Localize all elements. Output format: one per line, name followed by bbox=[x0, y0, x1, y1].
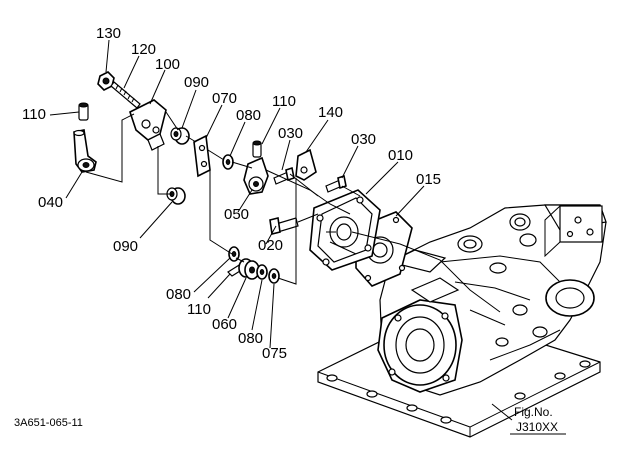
plate-070 bbox=[193, 134, 211, 178]
label-080-lower-right: 080 bbox=[238, 330, 263, 347]
bushing-090-lower bbox=[166, 187, 186, 205]
label-110-top: 110 bbox=[272, 93, 296, 110]
label-120: 120 bbox=[131, 41, 156, 58]
lever-040 bbox=[73, 129, 97, 173]
pin-110-middle bbox=[252, 140, 262, 158]
label-030-right: 030 bbox=[351, 131, 376, 148]
transmission-housing bbox=[317, 204, 607, 438]
drawing-code: 3A651-065-11 bbox=[14, 417, 83, 429]
label-080-lower-left: 080 bbox=[166, 286, 191, 303]
washer-075 bbox=[268, 268, 280, 284]
link-140 bbox=[295, 148, 317, 181]
label-040: 040 bbox=[38, 194, 63, 211]
bracket-100 bbox=[129, 99, 167, 151]
leader-lines bbox=[49, 39, 513, 421]
pin-110-left bbox=[78, 102, 89, 121]
part-labels: 130 120 100 090 070 110 110 080 140 030 … bbox=[22, 25, 441, 362]
bolt-020 bbox=[269, 217, 299, 235]
label-030-left: 030 bbox=[278, 125, 303, 142]
washer-080-upper bbox=[222, 154, 234, 170]
arm-050 bbox=[243, 156, 269, 195]
washer-080-lower-left bbox=[228, 246, 240, 262]
label-090-lower: 090 bbox=[113, 238, 138, 255]
figure-label: Fig.No. bbox=[514, 405, 553, 419]
figure-reference: Fig.No. J310XX bbox=[510, 405, 566, 435]
label-100: 100 bbox=[155, 56, 180, 73]
nut-130 bbox=[97, 71, 115, 91]
assembly-lines bbox=[85, 111, 501, 313]
label-020: 020 bbox=[258, 237, 283, 254]
roller-060 bbox=[238, 258, 260, 280]
label-060: 060 bbox=[212, 316, 237, 333]
figure-number: J310XX bbox=[516, 420, 558, 434]
cover-010 bbox=[309, 189, 381, 271]
label-090-upper: 090 bbox=[184, 74, 209, 91]
label-140: 140 bbox=[318, 104, 343, 121]
label-080-upper: 080 bbox=[236, 107, 261, 124]
bolt-030-b bbox=[325, 174, 347, 193]
label-130: 130 bbox=[96, 25, 121, 42]
label-050: 050 bbox=[224, 206, 249, 223]
label-110-lower: 110 bbox=[187, 301, 211, 318]
label-070: 070 bbox=[212, 90, 237, 107]
label-110-left: 110 bbox=[22, 106, 46, 123]
label-010: 010 bbox=[388, 147, 413, 164]
label-015: 015 bbox=[416, 171, 441, 188]
washer-080-lower-right bbox=[256, 264, 268, 280]
label-075: 075 bbox=[262, 345, 287, 362]
